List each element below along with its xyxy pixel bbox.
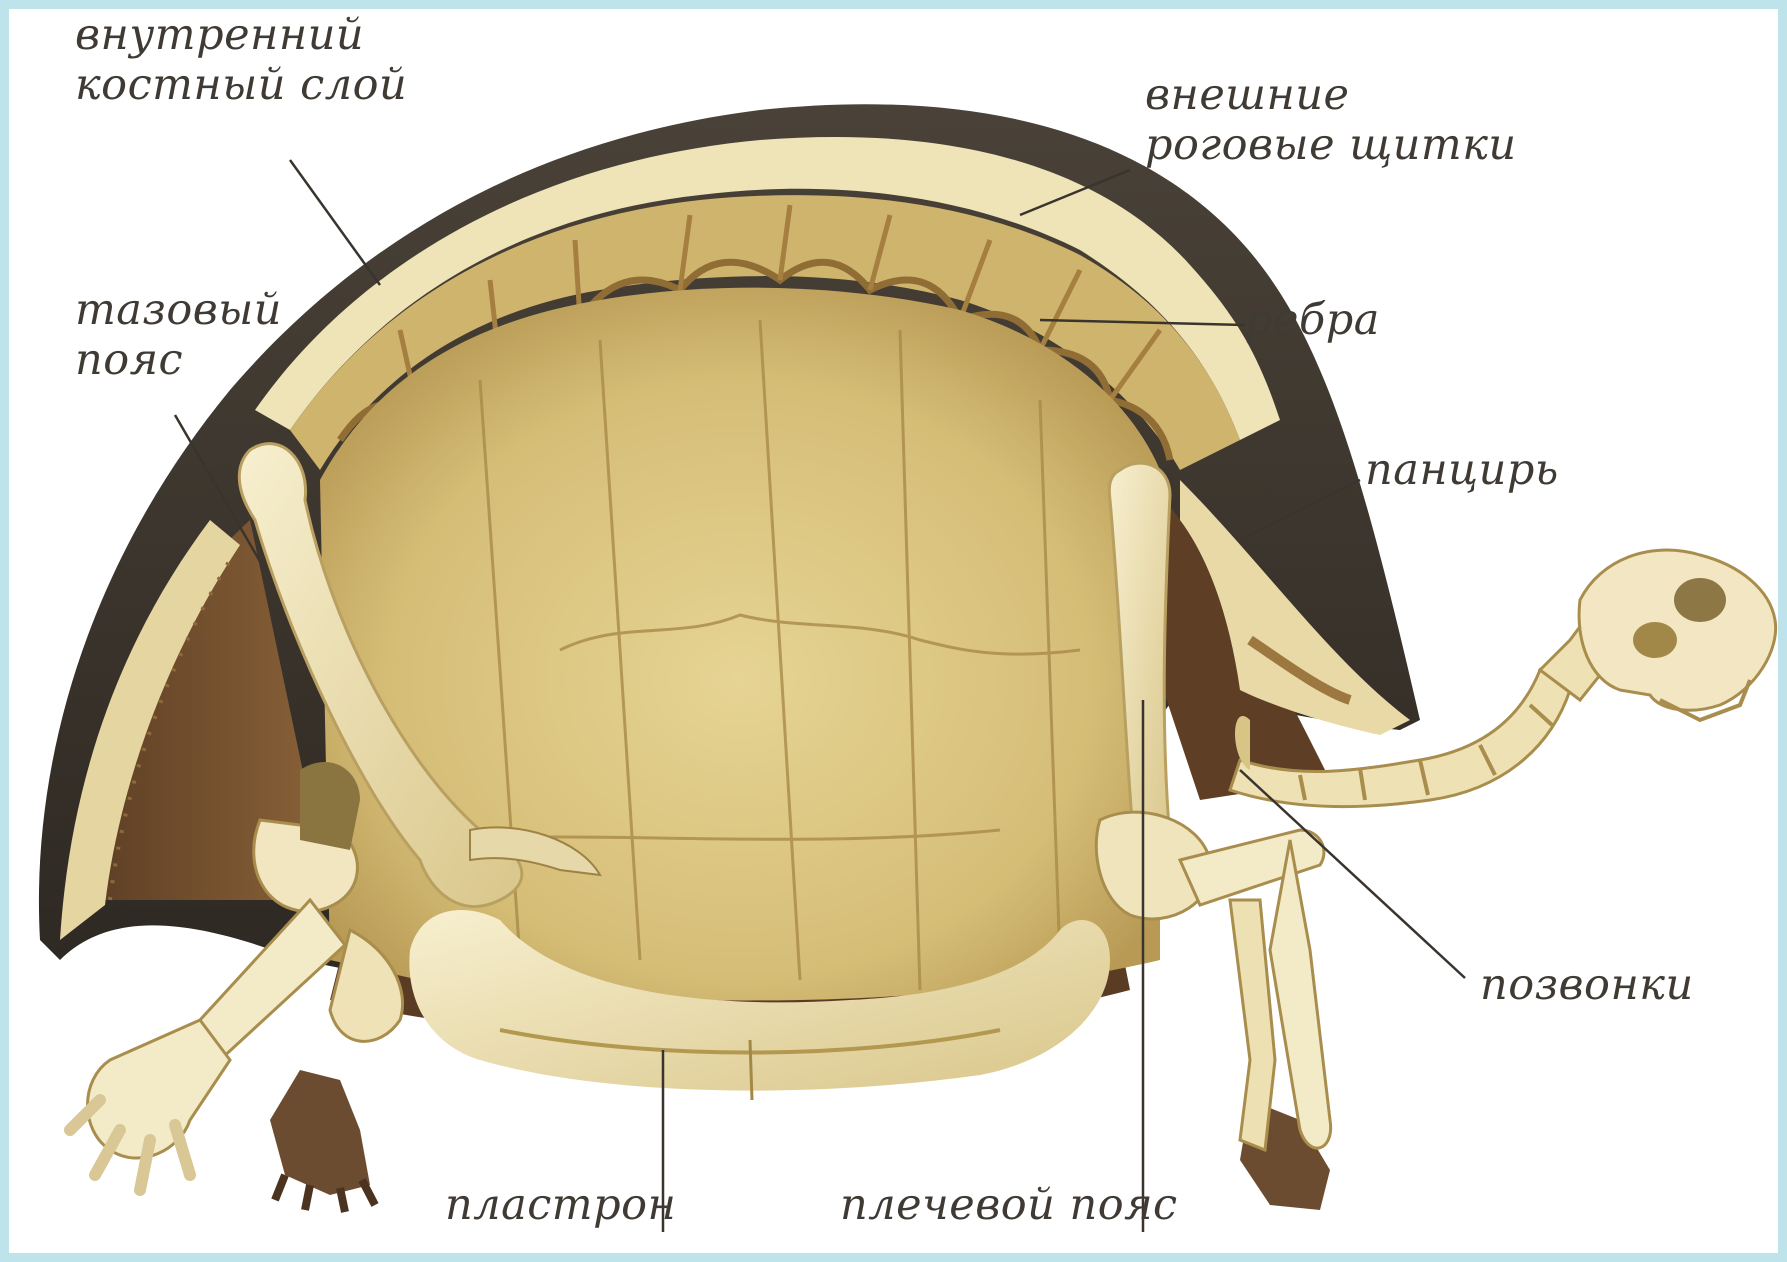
label-outer-scutes-line-2: роговые щитки	[1145, 120, 1517, 170]
front-leg-skeleton	[1180, 830, 1331, 1150]
label-carapace: панцирь	[1365, 445, 1559, 495]
label-inner-bone-layer-line-1: внутренний	[75, 10, 407, 60]
skull	[1579, 550, 1776, 720]
label-plastron: пластрон	[445, 1180, 676, 1230]
label-pelvic-girdle-line-2: пояс	[75, 335, 282, 385]
leader-inner-bone-layer	[290, 160, 380, 285]
label-ribs: ребра	[1245, 295, 1380, 345]
label-inner-bone-layer: внутренний костный слой	[75, 10, 407, 110]
label-vertebrae: позвонки	[1480, 960, 1694, 1010]
label-pelvic-girdle: тазовый пояс	[75, 285, 282, 385]
label-outer-scutes-line-1: внешние	[1145, 70, 1517, 120]
label-pelvic-girdle-line-1: тазовый	[75, 285, 282, 335]
label-shoulder-girdle: плечевой пояс	[840, 1180, 1178, 1230]
hind-foot-dark	[270, 1070, 375, 1212]
label-inner-bone-layer-line-2: костный слой	[75, 60, 407, 110]
label-outer-scutes: внешние роговые щитки	[1145, 70, 1517, 170]
